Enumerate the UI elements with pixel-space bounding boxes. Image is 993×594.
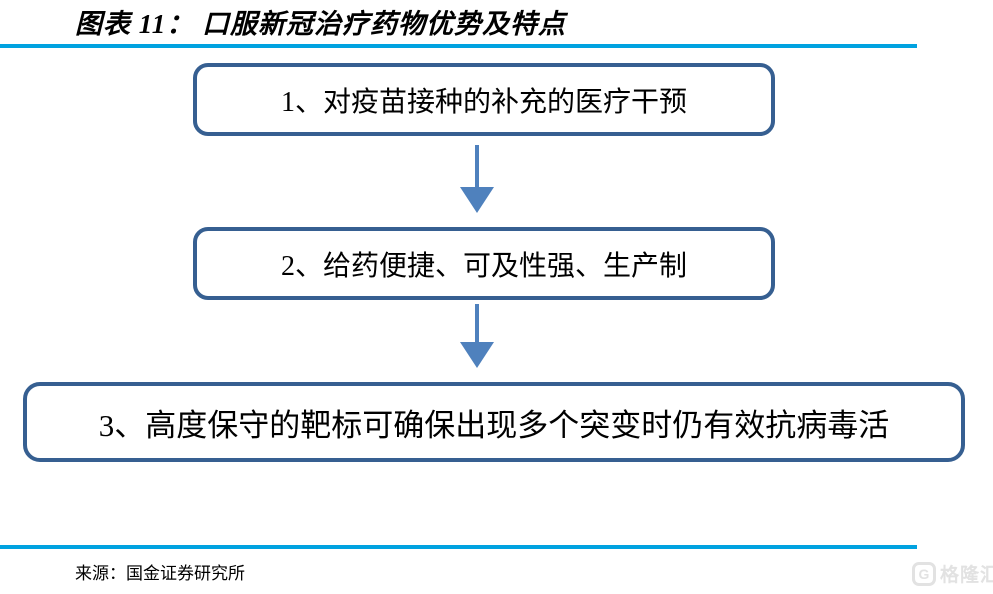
- flow-box-2: 2、给药便捷、可及性强、生产制: [193, 227, 775, 300]
- down-arrow-icon: [460, 304, 494, 368]
- flow-box-1-label: 1、对疫苗接种的补充的医疗干预: [280, 86, 687, 118]
- down-arrow-icon: [460, 145, 494, 213]
- flow-box-3-label: 3、高度保守的靶标可确保出现多个突变时仍有效抗病毒活: [98, 407, 890, 443]
- watermark-text: 格隆汇: [940, 565, 993, 586]
- footer-divider-line: [0, 545, 917, 549]
- flow-box-2-label: 2、给药便捷、可及性强、生产制: [280, 250, 687, 282]
- flow-box-3: 3、高度保守的靶标可确保出现多个突变时仍有效抗病毒活: [23, 382, 965, 462]
- watermark: G 格隆汇: [912, 560, 993, 587]
- down-arrow-head: [460, 342, 494, 368]
- gelonghui-logo-icon: G: [912, 561, 936, 586]
- down-arrow-head: [460, 187, 494, 213]
- flow-box-1: 1、对疫苗接种的补充的医疗干预: [193, 63, 775, 136]
- title-divider-line: [0, 44, 917, 48]
- source-note: 来源：国金证券研究所: [75, 564, 245, 583]
- figure-title: 图表 11： 口服新冠治疗药物优势及特点: [75, 9, 567, 39]
